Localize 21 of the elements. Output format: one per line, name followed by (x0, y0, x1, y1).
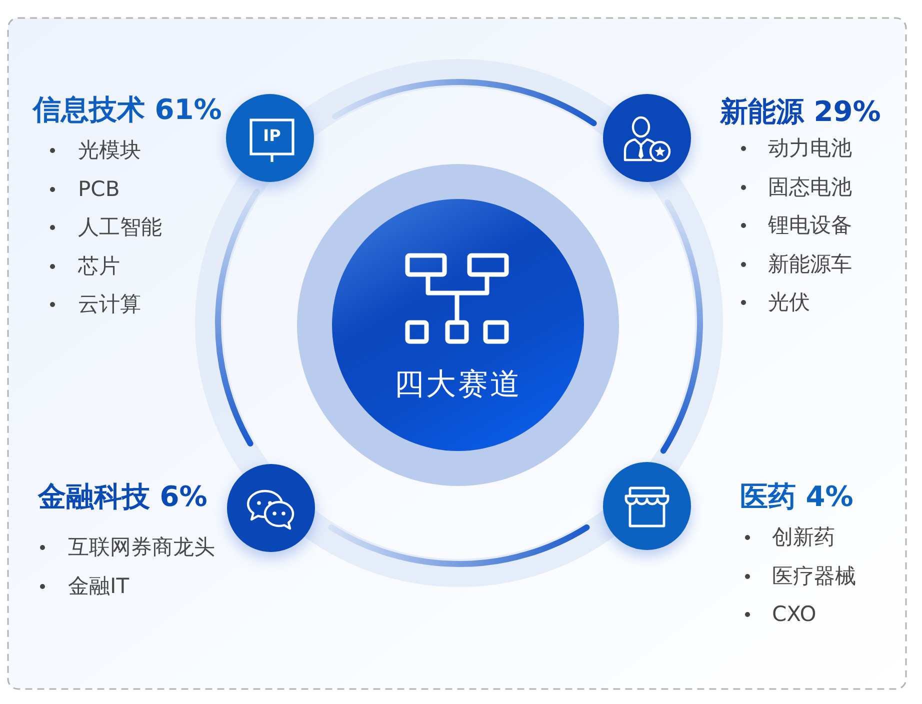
bullet-item: 互联网券商龙头 (40, 528, 215, 566)
bullet-item: CXO (744, 595, 816, 634)
hub-title: 四大赛道 (394, 366, 522, 404)
bullet-item: 创新药 (744, 518, 835, 556)
sector-heading: 金融科技 6% (38, 480, 208, 514)
bullet-item: 锂电设备 (740, 206, 852, 244)
sector-heading: 信息技术 61% (33, 93, 222, 127)
bullet-item: 光模块 (50, 131, 141, 169)
sign-label: IP (263, 127, 281, 145)
bullet-item: 金融IT (40, 566, 130, 605)
bullet-item: 动力电池 (740, 129, 852, 167)
bullet-item: 光伏 (740, 283, 810, 322)
sector-heading: 医药 4% (740, 480, 854, 514)
bullet-item: 芯片 (50, 246, 120, 285)
sector-heading: 新能源 29% (720, 95, 881, 129)
bullet-item: PCB (50, 170, 120, 208)
bullet-item: 医疗器械 (744, 556, 856, 595)
bullet-item: 云计算 (50, 285, 141, 324)
bullet-item: 人工智能 (50, 208, 162, 246)
bullet-item: 固态电池 (740, 168, 852, 206)
bullet-item: 新能源车 (740, 244, 852, 283)
